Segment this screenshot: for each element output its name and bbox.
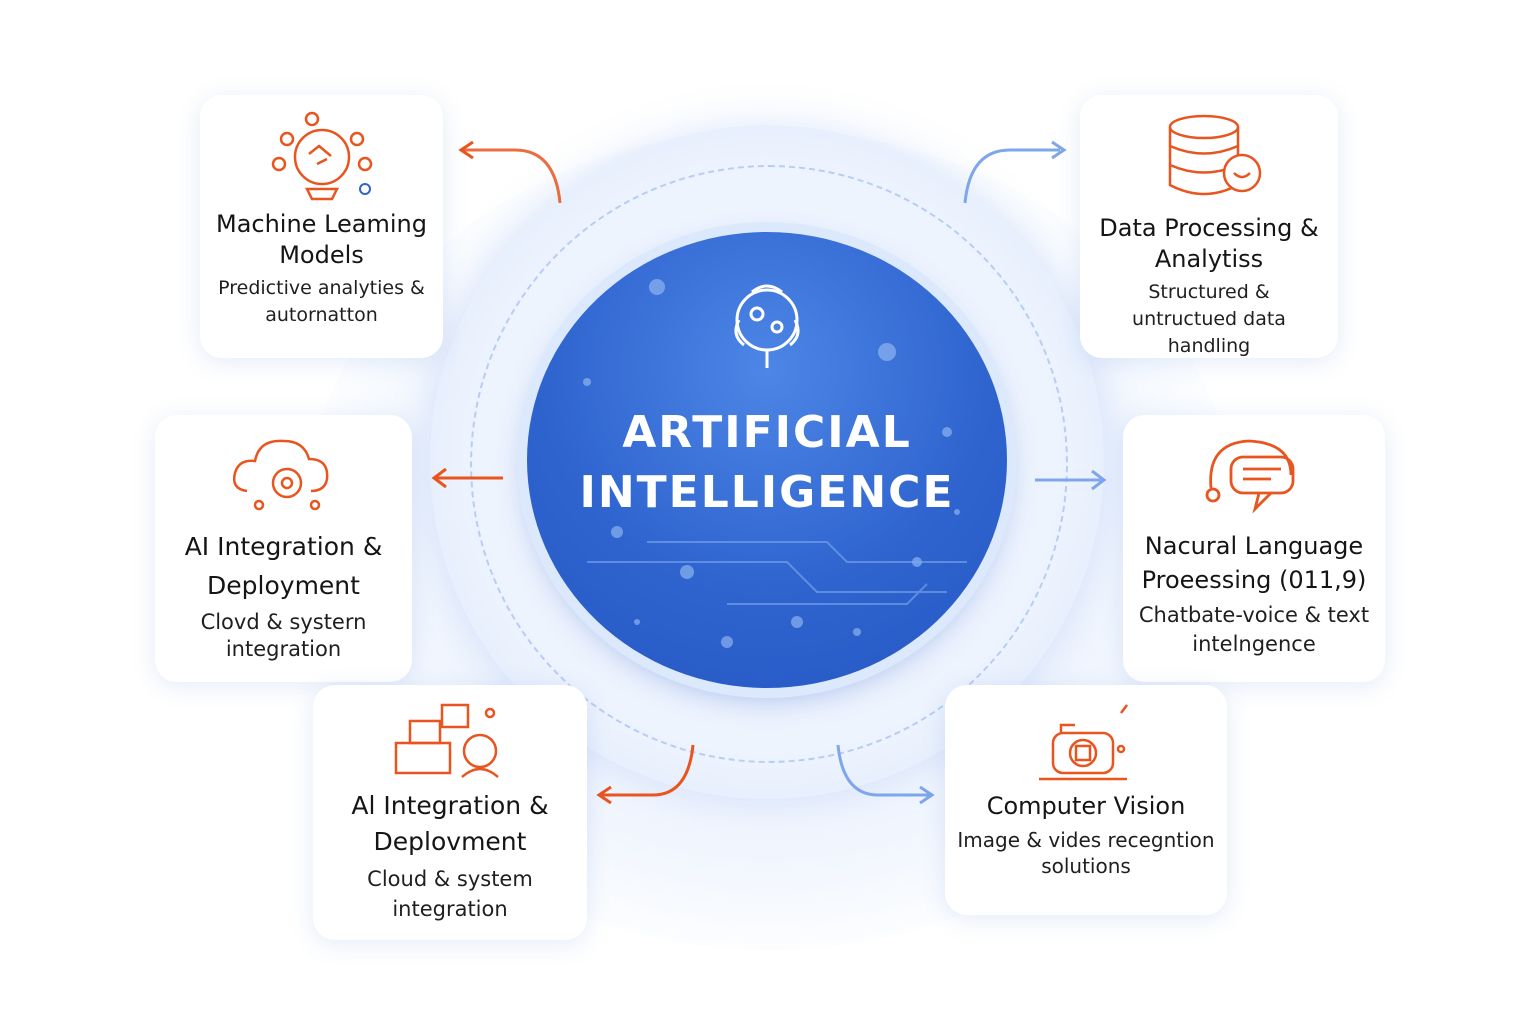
camera-vision-icon	[1039, 704, 1128, 781]
arrow-left-icon	[431, 467, 503, 489]
card-title: Computer Vision	[986, 792, 1186, 820]
card-machine-learning: Machine Leaming Models Predictive analyt…	[200, 95, 443, 358]
card-subtitle: Clovd & systern integration	[200, 610, 367, 661]
devices-icon	[394, 703, 499, 778]
card-title: Nacural Language Proeessing (011,9)	[1141, 532, 1367, 594]
card-title: Machine Leaming Models	[215, 210, 427, 269]
card-ai-integration-left: AI Integration & Deployment Clovd & syst…	[155, 415, 412, 682]
card-ai-integration-bottom: Al Integration & Deplovment Cloud & syst…	[313, 685, 587, 940]
card-title: AI Integration & Deployment	[184, 532, 383, 600]
arrow-left-icon	[458, 140, 562, 204]
chat-headset-icon	[1205, 439, 1295, 514]
dashed-ring	[470, 165, 1068, 763]
brain-network-icon	[271, 111, 372, 201]
cloud-gear-icon	[232, 439, 328, 511]
card-computer-vision: Computer Vision Image & vides recegntion…	[945, 685, 1227, 915]
card-subtitle: Cloud & system integration	[367, 867, 533, 921]
card-nlp: Nacural Language Proeessing (011,9) Chat…	[1123, 415, 1385, 682]
card-data-processing: Data Processing & Analytiss Structured &…	[1080, 95, 1338, 358]
circuit-pattern	[583, 279, 967, 648]
database-icon	[1168, 114, 1262, 196]
arrow-right-icon	[963, 140, 1067, 204]
center-title-line1: ARTIFICIAL	[622, 407, 912, 458]
card-subtitle: Structured & untructued data handling	[1132, 281, 1286, 357]
card-subtitle: Chatbate-voice & text intelngence	[1138, 603, 1370, 656]
card-subtitle: Image & vides recegntion solutions	[957, 828, 1215, 878]
ai-core-circle: ARTIFICIAL INTELLIGENCE	[527, 232, 1007, 688]
arrow-left-icon	[596, 744, 695, 805]
card-subtitle: Predictive analyties & autornatton	[218, 277, 425, 326]
brain-icon	[734, 284, 800, 368]
arrow-right-icon	[1035, 469, 1107, 491]
card-title: Al Integration & Deplovment	[351, 791, 549, 856]
center-title-line2: INTELLIGENCE	[579, 467, 955, 518]
arrow-right-icon	[836, 744, 935, 805]
card-title: Data Processing & Analytiss	[1099, 214, 1319, 273]
